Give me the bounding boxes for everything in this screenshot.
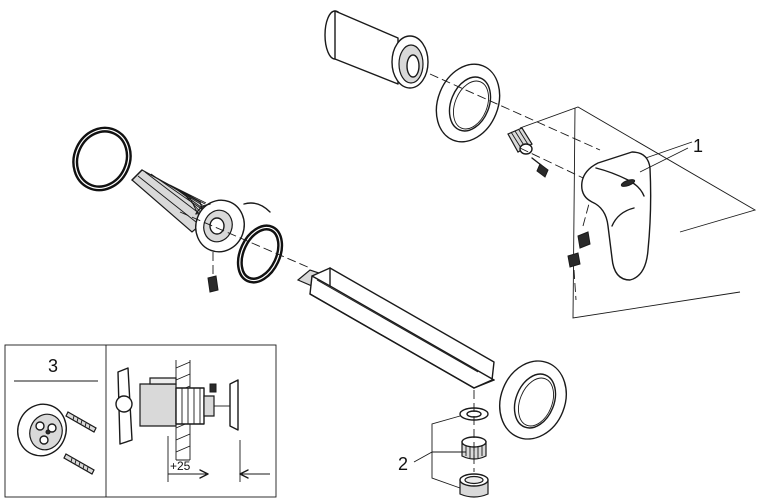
rosette-lower xyxy=(499,360,567,440)
dimension-label: +25 xyxy=(170,459,191,473)
cartridge-grub-screw xyxy=(207,252,219,293)
axis-line-lower xyxy=(179,211,311,269)
wall-section-view xyxy=(115,360,239,461)
o-ring-large xyxy=(72,126,132,192)
fixing-screw-small xyxy=(531,157,549,178)
fixing-plate xyxy=(17,403,67,457)
callout-3-label: 3 xyxy=(48,356,58,376)
aerator-washer xyxy=(459,407,489,421)
inset-box xyxy=(4,344,277,498)
handle-grub-screw xyxy=(567,199,591,301)
callout-2-leader xyxy=(413,451,433,463)
dimension-line xyxy=(167,436,270,482)
callout-2-bracket xyxy=(431,415,466,489)
callout-2-label: 2 xyxy=(398,454,408,474)
aerator-housing xyxy=(459,473,489,498)
rosette-upper xyxy=(435,63,501,143)
spline-adapter xyxy=(507,127,533,155)
callout-1-label: 1 xyxy=(693,136,703,156)
callout-1-leader xyxy=(639,147,689,173)
fixing-screw-long xyxy=(63,411,97,475)
axis-line-upper xyxy=(429,73,601,151)
o-ring-medium xyxy=(236,224,284,284)
lever-handle xyxy=(581,151,652,281)
cover-sleeve xyxy=(324,10,429,89)
threaded-cartridge xyxy=(131,169,271,253)
spout xyxy=(296,267,495,389)
